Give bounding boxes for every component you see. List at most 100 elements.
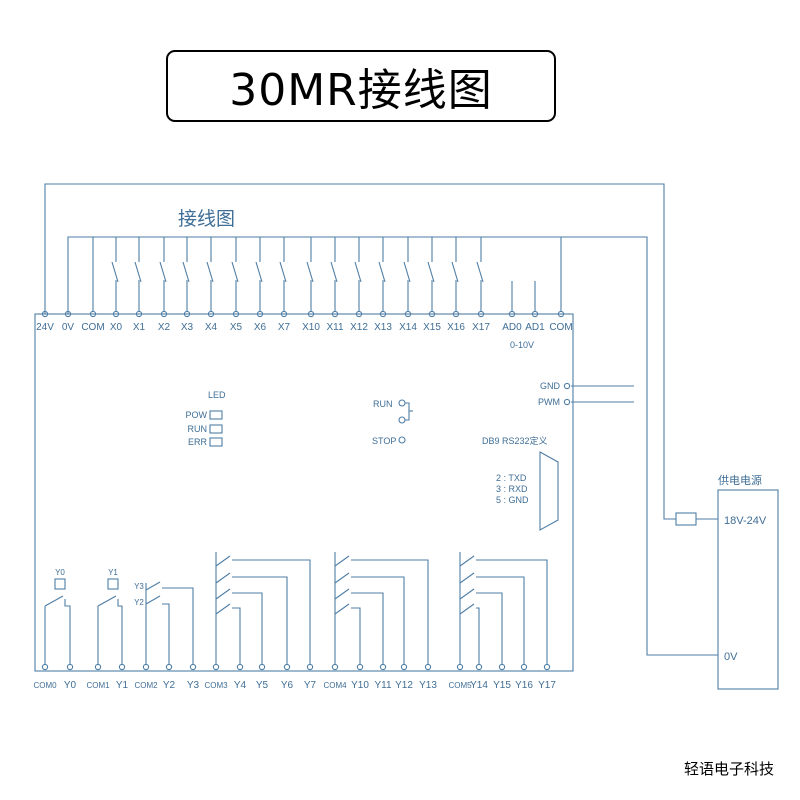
top-terminal-label-x6-9: X6 xyxy=(254,322,267,333)
y3-out-wire xyxy=(162,587,194,664)
bottom-terminal-y0-1 xyxy=(66,663,74,671)
top-terminal-label-com-21: COM xyxy=(549,322,572,333)
top-terminal-label-x15-16: X15 xyxy=(423,322,441,333)
top-terminal-x2-5 xyxy=(160,310,168,318)
bottom-terminal-y12-15 xyxy=(400,663,408,671)
top-terminal-label-x1-4: X1 xyxy=(133,322,146,333)
bottom-terminal-label-y12-15: Y12 xyxy=(395,680,413,691)
top-terminal-x1-4 xyxy=(135,310,143,318)
power-supply-box xyxy=(717,489,779,690)
bottom-terminal-label-com1-2: COM1 xyxy=(86,681,110,690)
input-switch-7 xyxy=(206,261,214,283)
bottom-terminal-label-y0-1: Y0 xyxy=(64,680,77,691)
group-out-wire-com5-2 xyxy=(476,592,503,664)
input-switch-5 xyxy=(159,261,167,283)
analog-range-label: 0-10V xyxy=(510,340,534,350)
top-terminal-com-2 xyxy=(89,310,97,318)
top-terminal-label-x13-14: X13 xyxy=(374,322,392,333)
err-led xyxy=(209,437,223,447)
group-contact-com4-3 xyxy=(334,603,350,615)
top-terminal-x6-9 xyxy=(256,310,264,318)
gnd-terminal xyxy=(563,382,571,390)
bottom-terminal-label-y7-11: Y7 xyxy=(304,680,317,691)
relay-out-wire-1 xyxy=(117,599,123,664)
pow-led xyxy=(209,410,223,420)
top-terminal-label-x3-6: X3 xyxy=(181,322,194,333)
title-box: 30MR接线图 xyxy=(166,50,556,122)
top-terminal-x12-13 xyxy=(355,310,363,318)
top-terminal-x11-12 xyxy=(331,310,339,318)
bottom-terminal-y16-20 xyxy=(520,663,528,671)
y2-out-wire xyxy=(162,603,170,664)
relay-contact-1 xyxy=(97,595,117,607)
top-terminal-label-x14-15: X14 xyxy=(399,322,417,333)
group-out-wire-com5-0 xyxy=(476,559,548,664)
bottom-terminal-y13-16 xyxy=(424,663,432,671)
bottom-terminal-y15-19 xyxy=(498,663,506,671)
bottom-terminal-y3-6 xyxy=(189,663,197,671)
bottom-terminal-label-y16-20: Y16 xyxy=(515,680,533,691)
top-terminal-label-x4-7: X4 xyxy=(205,322,218,333)
input-switch-16 xyxy=(427,261,435,283)
com2-contact-y3 xyxy=(145,581,161,591)
bottom-terminal-y7-11 xyxy=(306,663,314,671)
top-terminal-x0-3 xyxy=(112,310,120,318)
power-supply-input-label: 18V-24V xyxy=(724,515,767,527)
bottom-terminal-label-y6-10: Y6 xyxy=(281,680,294,691)
bottom-terminal-label-y11-14: Y11 xyxy=(374,680,391,691)
top-terminal-label-x10-11: X10 xyxy=(302,322,320,333)
bottom-terminal-label-y10-13: Y10 xyxy=(351,680,369,691)
input-switch-11 xyxy=(306,261,314,283)
diagram-heading: 接线图 xyxy=(178,208,235,230)
led-label-pow: POW xyxy=(186,410,208,420)
group-label-y2: Y2 xyxy=(134,598,144,607)
led-title: LED xyxy=(208,390,226,400)
db9-connector xyxy=(539,451,559,531)
bottom-terminal-com2-4 xyxy=(142,663,150,671)
bottom-terminal-com0-0 xyxy=(41,663,49,671)
bottom-terminal-y1-3 xyxy=(118,663,126,671)
top-terminal-ad0-19 xyxy=(508,310,516,318)
top-terminal-x10-11 xyxy=(307,310,315,318)
run-stop-lever xyxy=(405,402,410,421)
top-terminal-label-x11-12: X11 xyxy=(326,322,343,333)
bottom-terminal-com1-2 xyxy=(94,663,102,671)
top-terminal-com-21 xyxy=(557,310,565,318)
bottom-terminal-label-y14-18: Y14 xyxy=(470,680,488,691)
stop-position xyxy=(398,436,406,444)
bottom-terminal-label-y13-16: Y13 xyxy=(419,680,437,691)
top-terminal-label-x12-13: X12 xyxy=(350,322,368,333)
bottom-terminal-label-y5-9: Y5 xyxy=(256,680,269,691)
bottom-terminal-label-com4-12: COM4 xyxy=(323,681,347,690)
bottom-terminal-label-y3-6: Y3 xyxy=(187,680,200,691)
relay-coil-label-1: Y1 xyxy=(108,568,118,577)
supply-0v-wire xyxy=(67,236,718,656)
input-switch-18 xyxy=(476,261,484,283)
db9-pin-gnd: 5 : GND xyxy=(496,495,529,505)
bottom-terminal-label-com0-0: COM0 xyxy=(33,681,57,690)
top-terminal-label-ad0-19: AD0 xyxy=(502,322,522,333)
power-supply-title: 供电电源 xyxy=(718,473,762,487)
top-terminal-x14-15 xyxy=(404,310,412,318)
top-terminal-label-24v-0: 24V xyxy=(36,322,54,333)
fuse xyxy=(675,512,697,526)
com2-contact-y2 xyxy=(145,595,161,605)
supply-24v-wire xyxy=(44,183,676,520)
relay-coil-label-0: Y0 xyxy=(55,568,65,577)
relay-contact-0 xyxy=(44,595,64,607)
page-title: 30MR接线图 xyxy=(229,65,493,116)
top-terminal-label-x2-5: X2 xyxy=(158,322,171,333)
bottom-terminal-label-y1-3: Y1 xyxy=(116,680,129,691)
db9-label: DB9 RS232定义 xyxy=(482,435,548,446)
run-led xyxy=(209,424,223,434)
input-switch-3 xyxy=(111,261,119,283)
input-switch-14 xyxy=(378,261,386,283)
bottom-terminal-y17-21 xyxy=(543,663,551,671)
top-terminal-label-ad1-20: AD1 xyxy=(525,322,545,333)
group-contact-com3-0 xyxy=(215,555,231,567)
top-terminal-label-0v-1: 0V xyxy=(62,322,75,333)
controller-board xyxy=(34,313,574,672)
